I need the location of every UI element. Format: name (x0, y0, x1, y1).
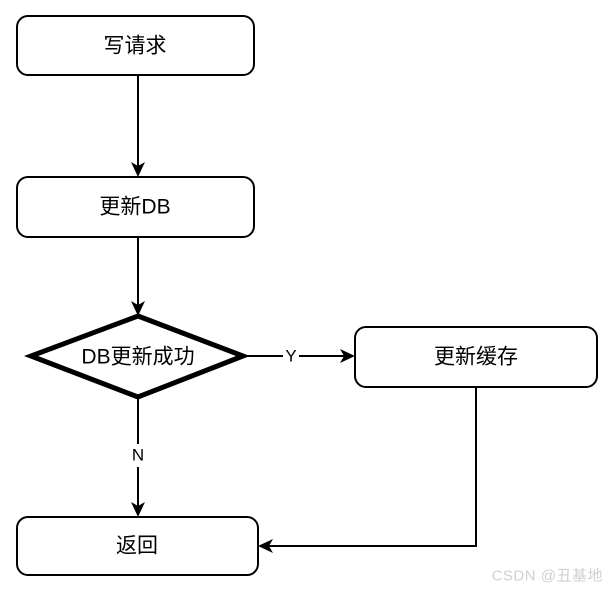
node-label-return: 返回 (116, 535, 158, 558)
arrow-head-icon (131, 301, 145, 316)
edge-write-request-to-update-db (131, 75, 145, 177)
node-return[interactable]: 返回 (16, 516, 259, 576)
node-label-update-db: 更新DB (99, 196, 170, 219)
edge-decision-yes-to-update-cache: Y (243, 345, 355, 367)
arrow-head-icon (131, 502, 145, 517)
node-update-db[interactable]: 更新DB (16, 176, 255, 238)
edge-label-background (130, 444, 147, 467)
node-db-update-success[interactable]: DB更新成功 (23, 313, 250, 400)
arrow-head-icon (258, 539, 273, 553)
node-shape-rounded-rect[interactable] (16, 15, 255, 76)
edge-label-background (283, 345, 299, 367)
node-update-cache[interactable]: 更新缓存 (354, 326, 598, 388)
node-label-db-update-success: DB更新成功 (81, 346, 194, 369)
edge-label-no: N (132, 446, 144, 465)
arrow-head-icon (340, 349, 355, 363)
edge-label-yes: Y (285, 347, 296, 366)
edge-decision-no-to-return: N (130, 397, 147, 517)
arrow-head-icon (131, 162, 145, 177)
node-label-update-cache: 更新缓存 (434, 346, 518, 369)
watermark-label: CSDN @丑基地 (492, 568, 603, 585)
edge-update-db-to-decision (131, 237, 145, 316)
node-shape-rounded-rect[interactable] (16, 176, 255, 238)
node-shape-diamond[interactable] (23, 313, 250, 400)
edge-update-cache-to-return (258, 387, 477, 553)
edge-line-segment (267, 387, 477, 547)
node-shape-rounded-rect[interactable] (354, 326, 598, 388)
node-write-request[interactable]: 写请求 (16, 15, 255, 76)
node-shape-rounded-rect[interactable] (16, 516, 259, 576)
node-label-write-request: 写请求 (104, 35, 167, 58)
